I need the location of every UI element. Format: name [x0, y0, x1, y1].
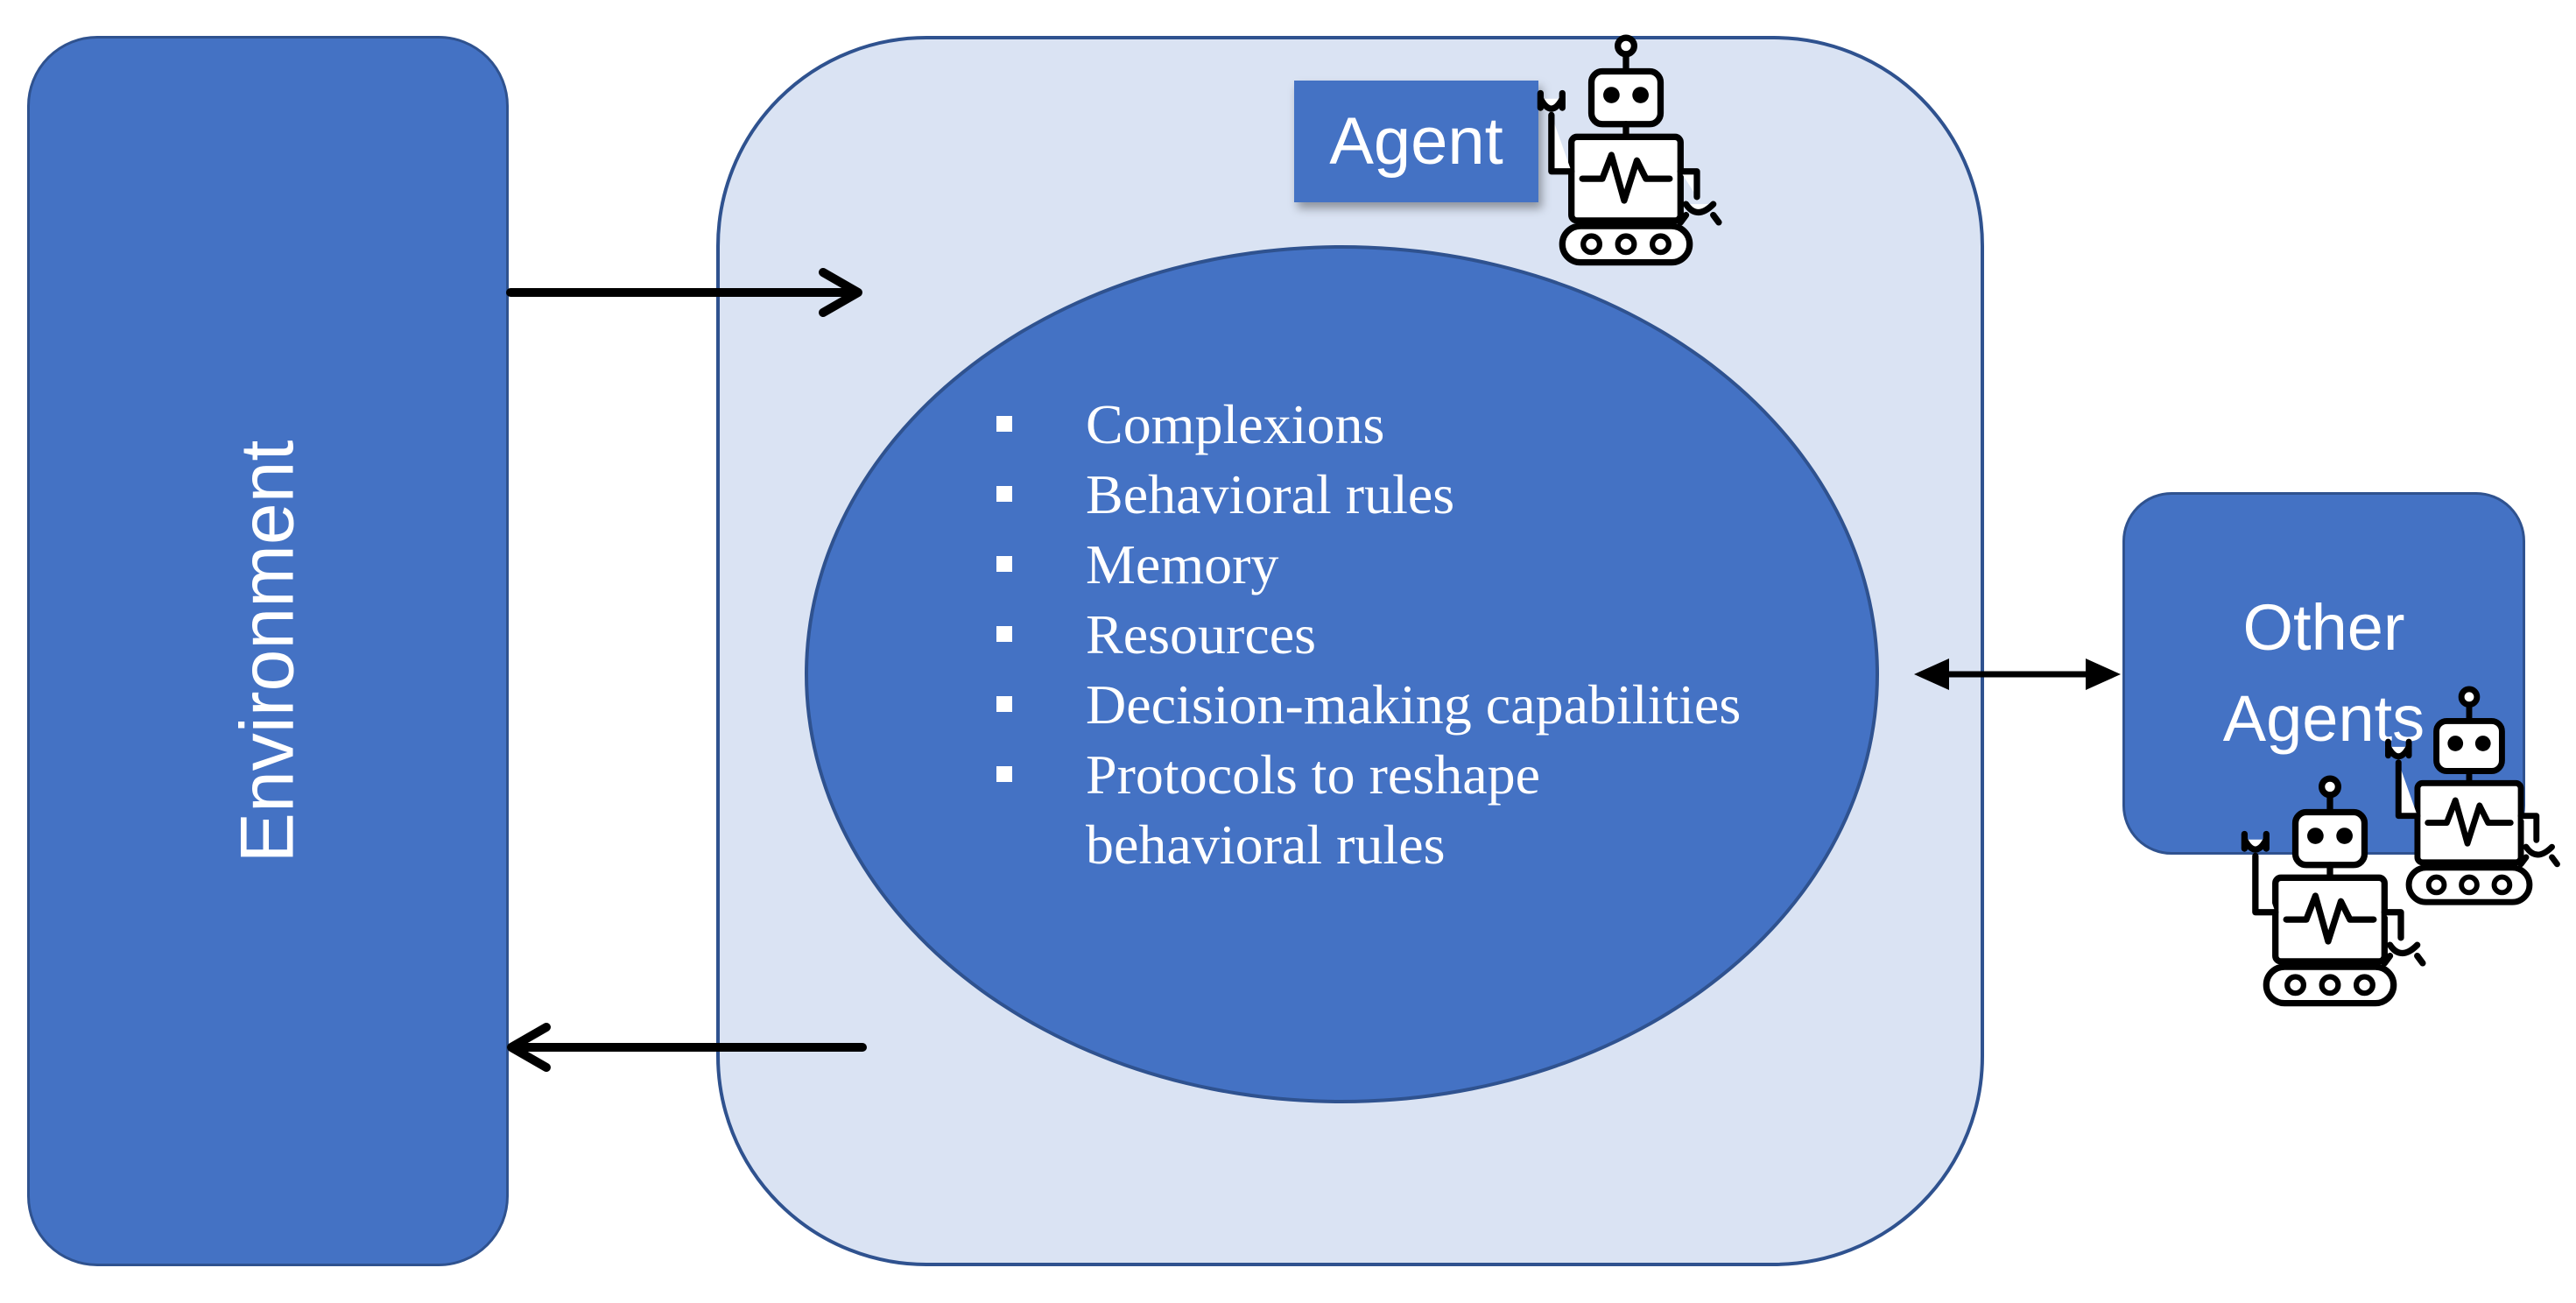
bullet-icon [996, 696, 1012, 712]
agent-other-agents-double-arrow [1914, 659, 2121, 690]
attribute-item: Resources [996, 600, 1751, 670]
agent-attributes-ellipse [805, 245, 1879, 1103]
bullet-icon [996, 766, 1012, 782]
agent-title: Agent [1329, 104, 1503, 179]
attribute-label: Protocols to reshape behavioral rules [1086, 743, 1540, 876]
environment-to-agent-arrow [506, 268, 862, 317]
agent-title-box: Agent [1294, 81, 1538, 202]
bullet-icon [996, 486, 1012, 502]
bullet-icon [996, 416, 1012, 432]
attribute-item: Behavioral rules [996, 460, 1751, 530]
attribute-label: Behavioral rules [1086, 463, 1455, 525]
attribute-label: Decision-making capabilities [1086, 673, 1742, 736]
robot-icon [2385, 686, 2560, 905]
attribute-label: Resources [1086, 603, 1317, 666]
other-agents-label-line1: Other [2242, 591, 2405, 664]
attribute-item: Decision-making capabilities [996, 670, 1751, 740]
robot-icon [1537, 34, 1722, 266]
agent-to-environment-arrow [507, 1023, 867, 1072]
environment-box: Environment [27, 36, 509, 1266]
robot-icon [2241, 775, 2426, 1007]
attribute-item: Complexions [996, 390, 1751, 460]
attribute-item: Protocols to reshape behavioral rules [996, 740, 1751, 880]
attribute-item: Memory [996, 530, 1751, 600]
attribute-label: Complexions [1086, 393, 1385, 455]
bullet-icon [996, 556, 1012, 572]
agent-attributes-list: Complexions Behavioral rules Memory Reso… [996, 390, 1751, 880]
attribute-label: Memory [1086, 533, 1279, 595]
bullet-icon [996, 626, 1012, 642]
